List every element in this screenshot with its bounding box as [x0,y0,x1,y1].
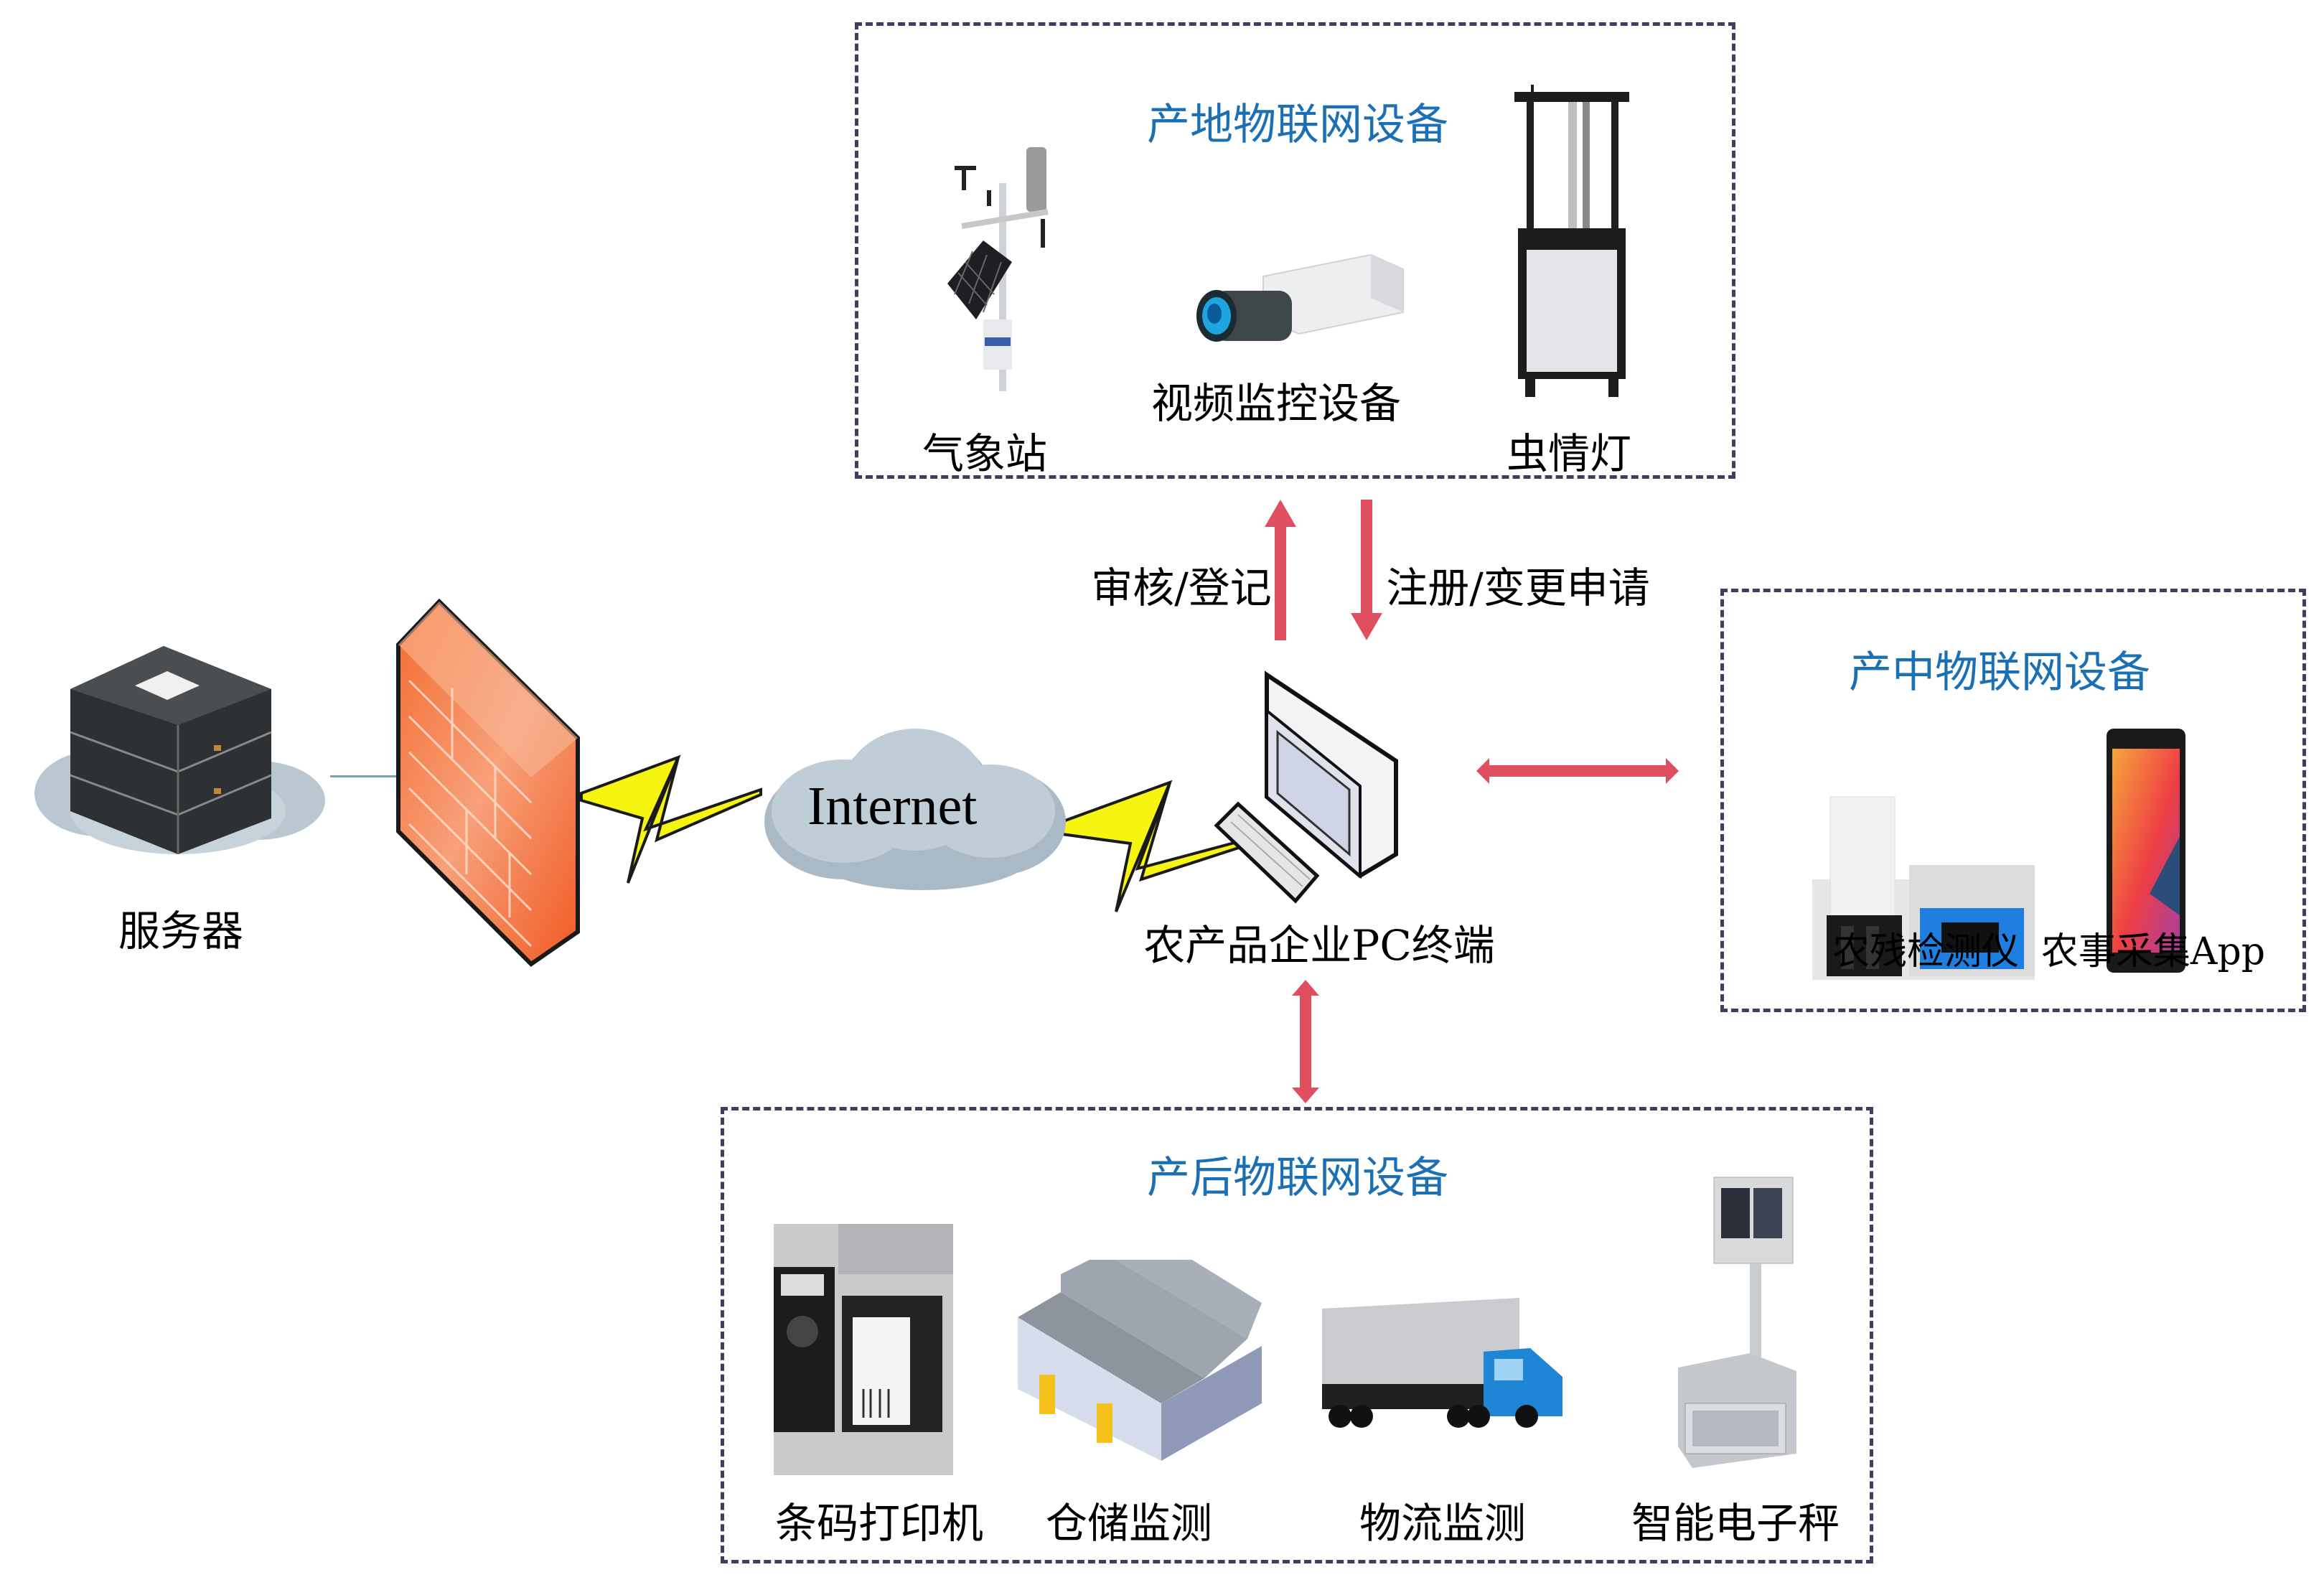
post-group-title: 产后物联网设备 [1147,1153,1448,1203]
barcode-printer-label: 条码打印机 [774,1499,984,1548]
bidirectional-arrow-icon [1292,980,1319,1103]
register-change-request-label: 注册/变更申请 [1386,564,1650,612]
internet-cloud-icon [757,721,1073,894]
weather-station-icon [933,140,1069,398]
firewall-icon [395,594,581,968]
farm-app-label: 农事采集App [2040,930,2266,973]
insect-lamp-icon [1511,85,1633,401]
production-group-title: 产中物联网设备 [1849,647,2150,698]
downward-arrow-icon [1351,500,1382,640]
server-icon [20,632,336,861]
production-iot-group [1720,589,2306,1012]
pesticide-detector-icon [1809,793,2038,983]
warehouse-icon [1018,1260,1262,1461]
warehouse-label: 仓储监测 [1045,1499,1213,1548]
internet-label: Internet [807,776,978,836]
pc-terminal-label: 农产品企业PC终端 [1143,921,1495,970]
pesticide-detector-label: 农残检测仪 [1832,930,2020,973]
tablet-icon [2107,729,2185,973]
review-register-label: 审核/登记 [1091,564,1272,612]
origin-iot-group [855,22,1735,479]
camera-label: 视频监控设备 [1151,379,1402,428]
truck-icon [1322,1298,1562,1431]
scale-icon [1664,1174,1807,1468]
camera-icon [1184,248,1407,355]
weather-station-label: 气象站 [922,429,1048,478]
barcode-printer-icon [774,1224,953,1475]
server-firewall-link [330,775,399,777]
smart-scale-label: 智能电子秤 [1631,1499,1840,1548]
post-iot-group [721,1107,1873,1563]
insect-lamp-label: 虫情灯 [1506,429,1632,478]
lightning-link-icon [578,750,764,894]
server-label: 服务器 [118,907,244,955]
origin-group-title: 产地物联网设备 [1147,100,1448,150]
lightning-link-icon [1044,775,1249,919]
logistics-label: 物流监测 [1359,1499,1527,1548]
pc-terminal-icon [1195,668,1403,912]
upward-arrow-icon [1265,500,1296,640]
bidirectional-arrow-icon [1476,757,1679,785]
